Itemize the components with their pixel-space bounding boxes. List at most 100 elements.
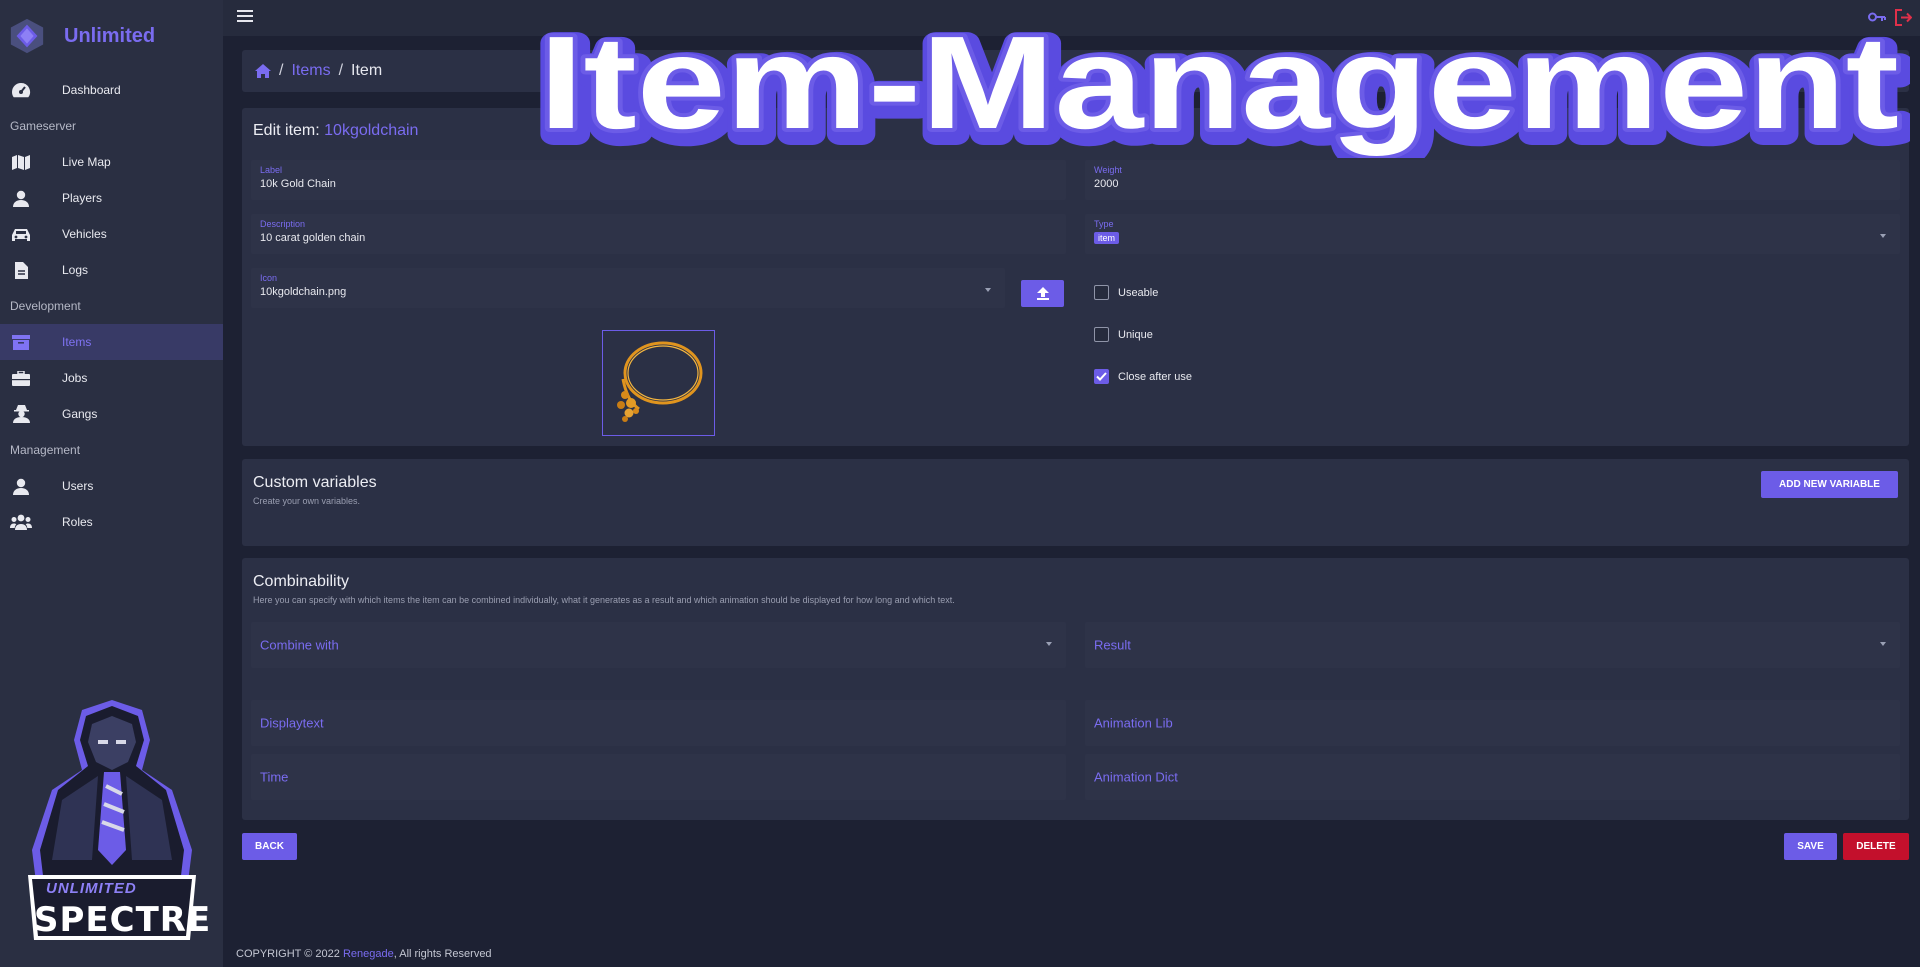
key-icon[interactable] [1868, 10, 1886, 24]
label-field[interactable]: Label 10k Gold Chain [251, 160, 1066, 200]
sidebar-item-dashboard[interactable]: Dashboard [0, 72, 223, 108]
sidebar-item-label: Users [62, 479, 94, 493]
chevron-down-icon [985, 288, 991, 292]
close-after-use-label: Close after use [1118, 370, 1192, 383]
sidebar-item-label: Gangs [62, 407, 98, 421]
time-input[interactable]: Time [251, 754, 1066, 800]
sidebar-item-label: Live Map [62, 155, 111, 169]
edit-title-prefix: Edit item: [253, 122, 320, 139]
combine-with-placeholder: Combine with [260, 637, 339, 653]
user-secret-icon [10, 403, 32, 425]
sidebar-item-players[interactable]: Players [0, 180, 223, 216]
sidebar-item-jobs[interactable]: Jobs [0, 360, 223, 396]
sidebar-item-vehicles[interactable]: Vehicles [0, 216, 223, 252]
weight-field-label: Weight [1094, 165, 1122, 175]
type-select-value: item [1094, 232, 1120, 244]
archive-icon [10, 331, 32, 353]
upload-icon-button[interactable] [1021, 280, 1064, 307]
breadcrumb: / Items / Item [242, 50, 1909, 92]
file-icon [10, 259, 32, 281]
type-select[interactable]: Type item [1085, 214, 1900, 254]
combinability-card: Combinability Here you can specify with … [242, 558, 1909, 820]
brand-logo-icon [10, 18, 44, 54]
label-field-label: Label [260, 165, 283, 175]
banner-text: Item-Management [539, 18, 1899, 156]
icon-select[interactable]: Icon 10kgoldchain.png [251, 268, 1005, 308]
dashboard-gauge-icon [10, 79, 32, 101]
useable-label: Useable [1118, 286, 1159, 299]
sidebar-item-items[interactable]: Items [0, 324, 223, 360]
map-icon [10, 151, 32, 173]
sidebar-item-label: Items [62, 335, 92, 349]
weight-field[interactable]: Weight 2000 [1085, 160, 1900, 200]
user-icon [10, 187, 32, 209]
item-image-preview [602, 330, 715, 436]
chevron-down-icon [1046, 642, 1052, 646]
displaytext-placeholder: Displaytext [260, 715, 324, 731]
checkbox-box [1094, 327, 1109, 342]
add-new-variable-button[interactable]: ADD NEW VARIABLE [1761, 471, 1898, 498]
combinability-subtitle: Here you can specify with which items th… [253, 595, 955, 605]
sidebar-item-live-map[interactable]: Live Map [0, 144, 223, 180]
breadcrumb-items-link[interactable]: Items [291, 62, 331, 79]
users-icon [10, 511, 32, 533]
sidebar-item-label: Jobs [62, 371, 88, 385]
gold-chain-image [617, 341, 703, 422]
delete-button[interactable]: DELETE [1843, 833, 1909, 860]
footer: COPYRIGHT © 2022 Renegade, All rights Re… [236, 948, 492, 960]
animation-lib-input[interactable]: Animation Lib [1085, 700, 1900, 746]
chevron-down-icon [1880, 234, 1886, 238]
unique-checkbox[interactable]: Unique [1094, 327, 1153, 342]
item-management-banner: Item-Management Item-Management [535, 18, 1910, 158]
back-button[interactable]: BACK [242, 833, 297, 860]
brand-name: Unlimited [64, 24, 156, 47]
briefcase-icon [10, 367, 32, 389]
type-select-label: Type [1094, 219, 1114, 229]
description-field-label: Description [260, 219, 306, 229]
sidebar-item-logs[interactable]: Logs [0, 252, 223, 288]
edit-item-card: Edit item: 10kgoldchain Label 10k Gold C… [242, 108, 1909, 446]
footer-rights: , All rights Reserved [393, 948, 492, 960]
car-icon [10, 223, 32, 245]
sidebar-item-gangs[interactable]: Gangs [0, 396, 223, 432]
home-icon[interactable] [255, 63, 271, 79]
animation-lib-placeholder: Animation Lib [1094, 715, 1173, 731]
brand[interactable]: Unlimited [8, 14, 155, 58]
page-title: Edit item: 10kgoldchain [253, 122, 418, 140]
sidebar-item-roles[interactable]: Roles [0, 504, 223, 540]
combinability-title: Combinability [253, 573, 350, 590]
checkbox-box [1094, 285, 1109, 300]
animation-dict-placeholder: Animation Dict [1094, 769, 1178, 785]
footer-renegade-link[interactable]: Renegade [342, 948, 394, 960]
footer-copyright: COPYRIGHT © 2022 [236, 948, 340, 960]
sidebar-item-label: Roles [62, 515, 93, 529]
sidebar-item-label: Vehicles [62, 227, 107, 241]
logout-icon[interactable] [1895, 9, 1912, 26]
breadcrumb-current: Item [351, 62, 383, 79]
sidebar-item-users[interactable]: Users [0, 468, 223, 504]
checkbox-box-checked [1094, 369, 1109, 384]
label-field-value: 10k Gold Chain [260, 178, 336, 190]
icon-select-value: 10kgoldchain.png [260, 286, 347, 298]
sidebar-item-label: Players [62, 191, 103, 205]
user-icon [10, 475, 32, 497]
unique-label: Unique [1118, 328, 1153, 341]
sidebar-section-development: Development [10, 299, 81, 313]
description-field[interactable]: Description 10 carat golden chain [251, 214, 1066, 254]
save-button[interactable]: SAVE [1784, 833, 1837, 860]
icon-select-label: Icon [260, 273, 278, 283]
useable-checkbox[interactable]: Useable [1094, 285, 1158, 300]
close-after-use-checkbox[interactable]: Close after use [1094, 369, 1192, 384]
custom-variables-card: Custom variables Create your own variabl… [242, 459, 1909, 546]
result-select[interactable]: Result [1085, 622, 1900, 668]
animation-dict-input[interactable]: Animation Dict [1085, 754, 1900, 800]
description-field-value: 10 carat golden chain [260, 232, 366, 244]
combine-with-select[interactable]: Combine with [251, 622, 1066, 668]
breadcrumb-separator: / [338, 62, 344, 79]
displaytext-input[interactable]: Displaytext [251, 700, 1066, 746]
custom-variables-subtitle: Create your own variables. [253, 496, 361, 506]
menu-toggle-icon[interactable] [237, 10, 253, 24]
edit-item-name: 10kgoldchain [324, 122, 419, 139]
chevron-down-icon [1880, 642, 1886, 646]
time-placeholder: Time [260, 769, 289, 785]
